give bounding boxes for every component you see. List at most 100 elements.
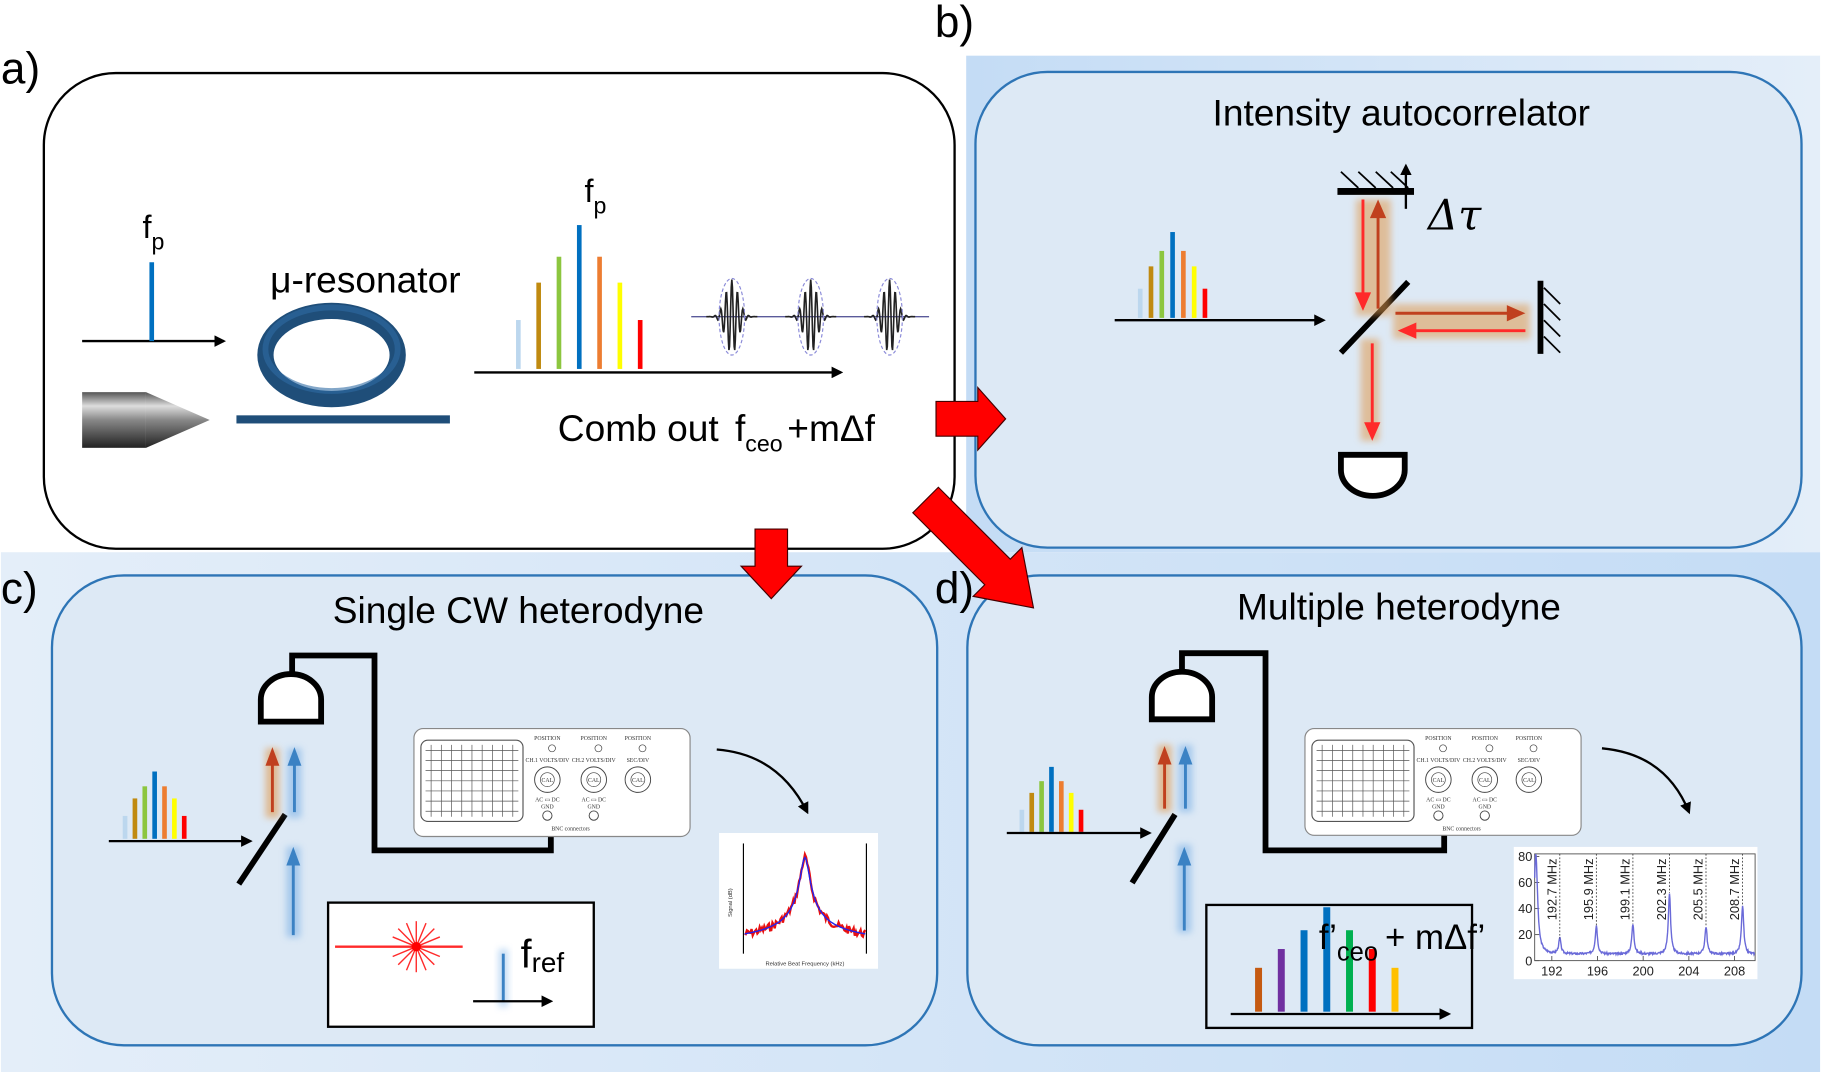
pulse-train: [691, 277, 930, 356]
comb-peak-label: fp: [584, 173, 606, 219]
y-tick-label: 20: [1518, 927, 1532, 942]
peak-annotation: 202.3 MHz: [1654, 859, 1669, 921]
connectors-label: BNC connectors: [551, 827, 590, 833]
tapered-fiber-icon: [82, 392, 210, 448]
lo-comb-label: f’ceo+ mΔf’: [1319, 918, 1485, 967]
panel-b-title: Intensity autocorrelator: [1213, 91, 1590, 133]
comb-spectrum-c: [122, 771, 187, 839]
position-label: POSITION: [534, 736, 561, 742]
volts-div-knob: [624, 766, 652, 793]
panel-b-letter: b): [935, 0, 974, 47]
coupling-label: AC ▭ DC: [582, 798, 607, 804]
photodetector-b-icon: [1338, 451, 1408, 499]
channel-label: SEC/DIV: [627, 758, 650, 764]
comb-line: [617, 282, 623, 369]
x-tick-label: 200: [1633, 964, 1654, 979]
laser-star-icon: [390, 921, 442, 973]
comb-line: [1277, 949, 1285, 1012]
comb-line: [576, 225, 582, 369]
bnc-connector: [542, 810, 553, 821]
beat-xlabel: Relative Beat Frequency (kHz): [765, 961, 844, 967]
channel-label: CH.1 VOLTS/DIV: [1416, 758, 1461, 764]
comb-line: [556, 256, 562, 369]
chart-background: [1513, 846, 1758, 980]
comb-spectrum-b: [1137, 232, 1208, 318]
cal-label: CAL: [542, 778, 554, 784]
y-tick-label: 80: [1518, 849, 1532, 864]
cal-label: CAL: [632, 778, 644, 784]
connectors-label: BNC connectors: [1442, 827, 1481, 833]
volts-div-knob: [1471, 766, 1499, 793]
comb-line: [1039, 781, 1044, 832]
comb-line: [597, 256, 602, 369]
arrow-a-to-c: [739, 528, 803, 600]
comb-line: [142, 786, 148, 839]
beat-fit-trace: [744, 856, 866, 935]
pulse-envelope: [876, 277, 903, 356]
comb-line: [1078, 809, 1084, 832]
local-oscillator-comb-box: [1205, 903, 1474, 1030]
flow-arrows: [739, 385, 1035, 609]
comb-line: [1068, 792, 1074, 832]
pulse: [706, 279, 758, 351]
bus-waveguide: [236, 415, 450, 424]
bnc-connector: [1433, 810, 1444, 821]
comb-line: [1368, 949, 1376, 1012]
comb-line: [1148, 266, 1154, 318]
coupling-label: AC ▭ DC: [1426, 798, 1451, 804]
y-tick-label: 40: [1518, 901, 1532, 916]
delay-label: Δτ: [1426, 191, 1482, 240]
bnc-connector: [1479, 810, 1490, 821]
comb-line: [1137, 288, 1143, 318]
comb-line: [172, 798, 177, 839]
panel-b: b) Intensity autocorrelator Δτ: [935, 0, 1803, 549]
gnd-label: GND: [1479, 805, 1492, 811]
comb-line: [1202, 288, 1208, 318]
comb-line: [1049, 766, 1054, 832]
photodetector-d-icon: [1148, 668, 1216, 723]
position-label: POSITION: [1425, 736, 1452, 742]
channel-label: SEC/DIV: [1518, 758, 1541, 764]
comb-line: [1170, 232, 1175, 318]
comb-line: [1029, 792, 1035, 832]
bnc-connector: [588, 810, 599, 821]
comb-line: [1323, 907, 1331, 1012]
peak-annotation: 192.7 MHz: [1544, 859, 1559, 921]
movable-mirror-icon: [1337, 163, 1415, 209]
pulse: [864, 279, 916, 351]
comb-line: [122, 815, 128, 839]
comb-line: [516, 320, 521, 369]
gnd-label: GND: [587, 805, 600, 811]
comb-line: [1059, 781, 1064, 832]
panel-d-letter: d): [935, 564, 974, 613]
channel-label: CH.2 VOLTS/DIV: [572, 758, 617, 764]
cal-label: CAL: [1433, 778, 1445, 784]
comb-line: [1255, 967, 1263, 1012]
comb-line: [1181, 250, 1186, 318]
pulse-envelope: [718, 277, 746, 356]
peak-annotation: 199.1 MHz: [1617, 859, 1632, 921]
panel-c-letter: c): [1, 564, 38, 613]
channel-label: CH.2 VOLTS/DIV: [1463, 758, 1508, 764]
position-knob: [594, 744, 603, 753]
comb-line: [637, 320, 643, 369]
cal-label: CAL: [1523, 778, 1535, 784]
position-label: POSITION: [1516, 736, 1543, 742]
position-knob: [638, 744, 647, 753]
x-tick-label: 192: [1541, 964, 1562, 979]
comb-line: [162, 786, 167, 839]
position-label: POSITION: [1472, 736, 1499, 742]
beat-measured-trace: [744, 850, 867, 940]
comb-line: [181, 815, 187, 839]
position-label: POSITION: [581, 736, 608, 742]
comb-line: [132, 798, 138, 839]
combined-beams-d: [1157, 745, 1193, 931]
beam-splitter-c: [236, 812, 288, 886]
gnd-label: GND: [1432, 805, 1445, 811]
